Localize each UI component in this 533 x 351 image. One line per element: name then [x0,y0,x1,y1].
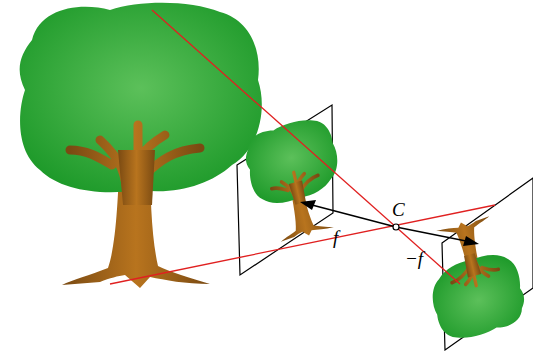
tree [20,3,262,288]
tree-image [240,113,352,247]
focal-arrow [396,227,466,241]
arrow-head [300,200,316,210]
ray [110,205,495,284]
focal-label: −f [405,249,423,268]
arrow-head [463,236,479,246]
focal-label: f [333,228,338,247]
focal-arrow [312,205,396,227]
pinhole-center [393,224,399,230]
tree-image-inverted [417,211,529,345]
ray [152,10,460,284]
center-label: C [392,200,405,219]
